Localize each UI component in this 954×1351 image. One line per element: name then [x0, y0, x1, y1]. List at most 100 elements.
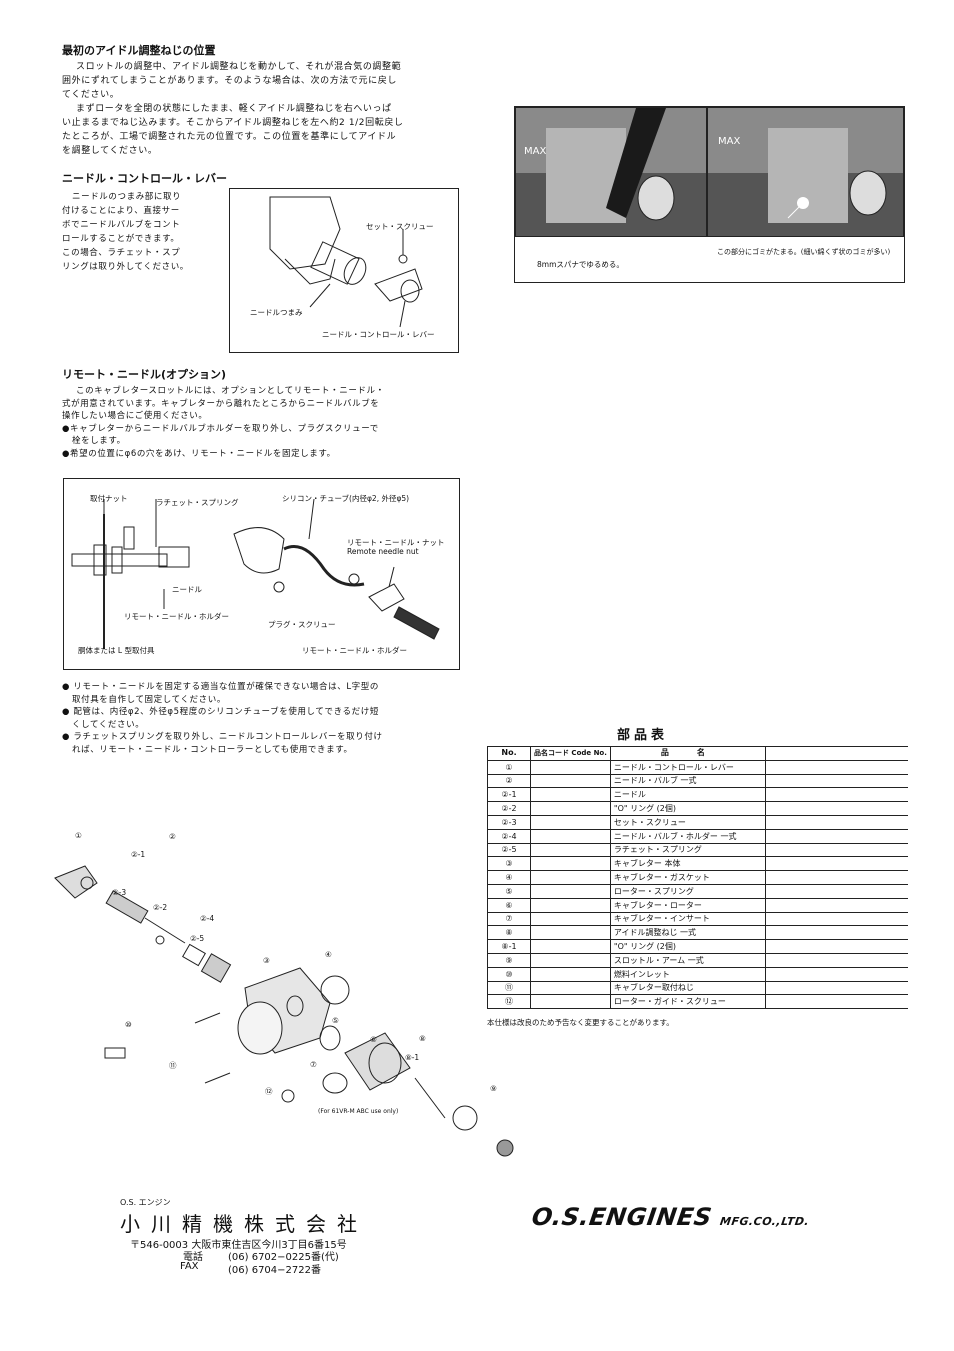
needle-lever-line: ロールすることができます。 [62, 234, 180, 244]
parts-row-code [530, 856, 611, 872]
parts-row-blank [764, 774, 908, 789]
parts-row-name: キャブレター・ローター [609, 897, 766, 913]
remote-line: 栓をします。 [72, 436, 126, 446]
parts-row-code [530, 870, 611, 885]
parts-row-name: セット・スクリュー [609, 814, 766, 830]
company-name-jp: 小川精機株式会社 [120, 1212, 368, 1236]
wrench-photo: MAX [515, 107, 707, 237]
parts-row-code [530, 759, 611, 775]
plug-screw-label: プラグ・スクリュー [268, 620, 336, 629]
needle-lever-line: 付けることにより、直接サー [62, 206, 180, 216]
idle-line: まずロータを全閉の状態にしたまま、軽くアイドル調整ねじを右へいっぱ [76, 104, 392, 114]
parts-row-blank [764, 939, 908, 954]
parts-row-blank [764, 856, 908, 872]
exploded-label-2-2: ②-2 [153, 903, 168, 912]
mount-nut-label: 取付ナット [90, 494, 128, 503]
parts-row-code [530, 980, 611, 996]
ratchet-spring-label: ラチェット・スプリング [156, 498, 239, 507]
needle-lever-section: ニードル・コントロール・レバー ニードルのつまみ部に取り 付けることにより、直接… [62, 170, 262, 274]
parts-row-code [530, 801, 611, 816]
exploded-label-3: ③ [263, 956, 270, 965]
parts-row-name: 燃料インレット [609, 966, 766, 982]
exploded-label-7: ⑦ [310, 1060, 317, 1069]
remote-note-line: 取付具を自作して固定してください。 [72, 694, 226, 705]
remote-note-line: ● 配管は、内径φ2、外径φ5程度のシリコンチューブを使用してできるだけ短 [62, 707, 379, 717]
idle-line: たところが、工場で調整された元の位置です。この位置を基準にしてアイドル [62, 132, 397, 142]
dirt-photo-drawing [708, 108, 903, 236]
parts-row-code [530, 883, 611, 899]
exploded-label-9: ⑨ [490, 1084, 497, 1093]
parts-row-name: キャブレター 本体 [609, 856, 766, 872]
parts-row-no: ②-2 [487, 801, 531, 816]
remote-holder-label-1: リモート・ニードル・ホルダー [124, 612, 229, 621]
remote-note-line: ● ラチェットスプリングを取り外し、ニードルコントロールレバーを取り付け [62, 732, 383, 742]
exploded-label-2-1: ②-1 [131, 850, 146, 859]
parts-row-no: ② [487, 773, 531, 789]
photo-panel: MAX MAX 8mmスパナでゆるめる。 この部分にゴミがたまる。(細い綿くず状… [514, 106, 905, 283]
parts-row-no: ③ [487, 856, 531, 872]
parts-row-code [530, 787, 611, 803]
remote-line: ●キャブレターからニードルバルブホルダーを取り外し、プラグスクリューで [62, 423, 379, 434]
parts-row: ③ キャブレター 本体 [487, 856, 908, 872]
exploded-label-6: ⑥ [370, 1035, 377, 1044]
parts-row-no: ⑫ [487, 994, 531, 1010]
parts-row-blank [764, 953, 908, 968]
idle-line: スロットルの調整中、アイドル調整ねじを動かして、それが混合気の調整範 [76, 62, 402, 72]
parts-row-blank [764, 981, 908, 996]
needle-lever-line: ニードルのつまみ部に取り [72, 192, 182, 202]
parts-row-blank [764, 884, 908, 899]
remote-notes: ● リモート・ニードルを固定する適当な位置が確保できない場合は、L字型の 取付具… [62, 681, 472, 756]
parts-row-name: "O" リング (2個) [609, 939, 766, 954]
logo-sub: MFG.CO.,LTD. [719, 1215, 811, 1228]
needle-lever-line: ボでニードルバルブをコント [62, 220, 181, 230]
company-fax: (06) 6704−2722番 [228, 1265, 321, 1276]
parts-row-name: "O" リング (2個) [609, 801, 766, 816]
parts-row-blank [764, 925, 908, 941]
idle-line: てください。 [62, 90, 120, 100]
lever-label: ニードル・コントロール・レバー [322, 330, 435, 339]
right-photo-max: MAX [718, 136, 741, 147]
silicone-tube-label: シリコン・チューブ(内径φ2, 外径φ5) [282, 494, 410, 503]
needle-lever-line: リングは取り外してください。 [62, 262, 189, 272]
remote-title: リモート・ニードル(オプション) [62, 368, 227, 381]
idle-title: 最初のアイドル調整ねじの位置 [62, 44, 216, 57]
needle-knob-label: ニードルつまみ [250, 308, 303, 317]
parts-note: 本仕様は改良のため予告なく変更することがあります。 [487, 1018, 674, 1027]
remote-section: リモート・ニードル(オプション) このキャブレタースロットルには、オプションとし… [62, 366, 472, 460]
parts-row-name: ローター・スプリング [609, 883, 766, 899]
exploded-label-2-5: ②-5 [190, 934, 205, 943]
company-tel-label: 電話 [183, 1252, 203, 1263]
parts-row-code [530, 773, 611, 789]
exploded-label-2-4: ②-4 [200, 914, 215, 923]
exploded-label-4: ④ [325, 950, 332, 959]
exploded-label-8-1: ⑧-1 [405, 1053, 420, 1062]
remote-needle-diagram: 取付ナット ラチェット・スプリング シリコン・チューブ(内径φ2, 外径φ5) … [63, 478, 460, 670]
parts-row-blank [764, 829, 908, 844]
remote-note-line: れば、リモート・ニードル・コントローラーとしても使用できます。 [72, 744, 353, 755]
wrench-caption: 8mmスパナでゆるめる。 [537, 260, 624, 269]
idle-body: スロットルの調整中、アイドル調整ねじを動かして、それが混合気の調整範 囲外にずれ… [62, 60, 472, 158]
needle-lever-drawing [269, 196, 423, 328]
remote-line: 操作したい場合にご使用ください。 [62, 411, 208, 421]
body-mount-label: 胴体または L 型取付具 [78, 646, 155, 655]
idle-line: を調整してください。 [62, 146, 158, 156]
parts-row-code [530, 814, 611, 830]
parts-row-blank [764, 815, 908, 830]
exploded-label-8: ⑧ [419, 1034, 426, 1043]
dirt-photo: MAX [707, 107, 904, 237]
idle-line: 囲外にずれてしまうことがあります。そのような場合は、次の方法で元に戻し [62, 76, 397, 86]
parts-row-name: キャブレター取付ねじ [609, 980, 766, 996]
parts-row-name: スロットル・アーム 一式 [609, 952, 766, 968]
parts-row-name: キャブレター・インサート [609, 911, 766, 927]
